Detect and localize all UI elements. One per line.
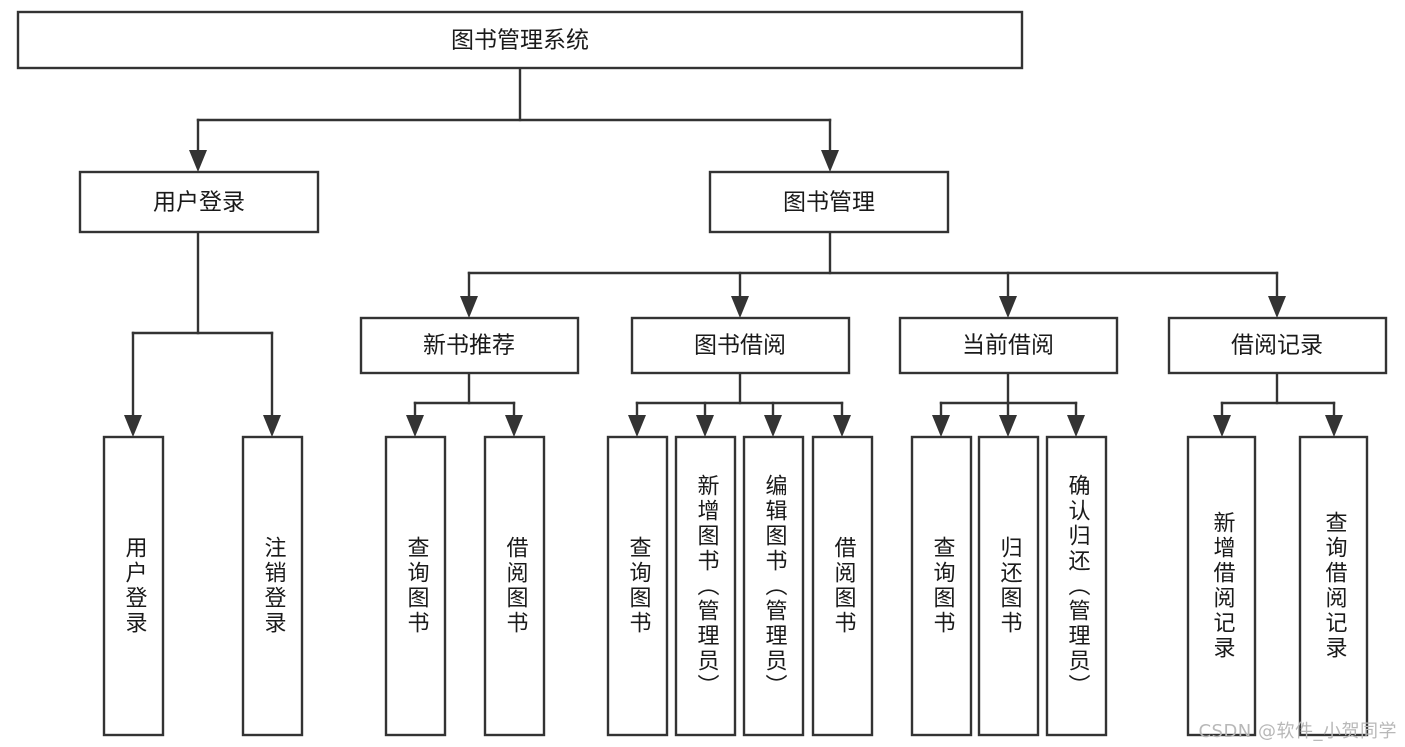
node-current-borrow-box[interactable] (898, 316, 1119, 375)
arrow-icon-book-borrow (731, 296, 749, 318)
node-leaf-borrow-record-2-box[interactable] (1298, 435, 1369, 737)
arrow-icon-user-login (189, 150, 207, 172)
arrow-icon-leaf-current-borrow-2 (999, 415, 1017, 437)
arrowhead-group (124, 150, 1343, 437)
node-box-group: 图书管理系统 用户登录 图书管理 新书推荐 图书借阅 当前借阅 借阅记录 (16, 10, 1388, 737)
csdn-watermark: CSDN @软件_小贺同学 (1198, 721, 1397, 742)
arrow-icon-current-borrow (999, 296, 1017, 318)
arrow-icon-leaf-book-borrow-4 (833, 415, 851, 437)
node-root-box[interactable] (16, 10, 1024, 70)
arrow-icon-borrow-record (1268, 296, 1286, 318)
node-book-manage-box[interactable] (708, 170, 950, 234)
node-leaf-user-login-1-box[interactable] (102, 435, 165, 737)
node-leaf-new-book-2-box[interactable] (483, 435, 546, 737)
arrow-icon-leaf-current-borrow-1 (932, 415, 950, 437)
node-new-book-box[interactable] (359, 316, 580, 375)
arrow-icon-leaf-user-login-1 (124, 415, 142, 437)
node-user-login-label: 用户登录 (153, 190, 245, 216)
node-borrow-record-label: 借阅记录 (1231, 333, 1323, 359)
node-leaf-current-borrow-1-box[interactable] (910, 435, 973, 737)
arrow-icon-leaf-new-book-2 (505, 415, 523, 437)
node-new-book-label: 新书推荐 (423, 333, 515, 359)
arrow-icon-new-book (460, 296, 478, 318)
node-book-manage-label: 图书管理 (783, 190, 875, 216)
node-root-label: 图书管理系统 (451, 28, 589, 54)
arrow-icon-leaf-book-borrow-3 (764, 415, 782, 437)
node-borrow-record-box[interactable] (1167, 316, 1388, 375)
node-leaf-book-borrow-2-box[interactable] (674, 435, 737, 737)
node-leaf-user-login-2-box[interactable] (241, 435, 304, 737)
node-leaf-book-borrow-3-box[interactable] (742, 435, 805, 737)
connector-group (131, 66, 1336, 419)
node-leaf-borrow-record-1-box[interactable] (1186, 435, 1257, 737)
node-leaf-book-borrow-4-box[interactable] (811, 435, 874, 737)
arrow-icon-leaf-current-borrow-3 (1067, 415, 1085, 437)
arrow-icon-leaf-book-borrow-1 (628, 415, 646, 437)
arrow-icon-leaf-book-borrow-2 (696, 415, 714, 437)
node-leaf-current-borrow-3-box[interactable] (1045, 435, 1108, 737)
node-book-borrow-box[interactable] (630, 316, 851, 375)
node-leaf-book-borrow-1-box[interactable] (606, 435, 669, 737)
node-current-borrow-label: 当前借阅 (962, 333, 1054, 359)
arrow-icon-book-manage (821, 150, 839, 172)
arrow-icon-leaf-new-book-1 (406, 415, 424, 437)
node-leaf-new-book-1-box[interactable] (384, 435, 447, 737)
node-leaf-current-borrow-2-box[interactable] (977, 435, 1040, 737)
node-user-login-box[interactable] (78, 170, 320, 234)
node-book-borrow-label: 图书借阅 (694, 333, 786, 359)
arrow-icon-leaf-user-login-2 (263, 415, 281, 437)
arrow-icon-leaf-borrow-record-1 (1213, 415, 1231, 437)
arrow-icon-leaf-borrow-record-2 (1325, 415, 1343, 437)
